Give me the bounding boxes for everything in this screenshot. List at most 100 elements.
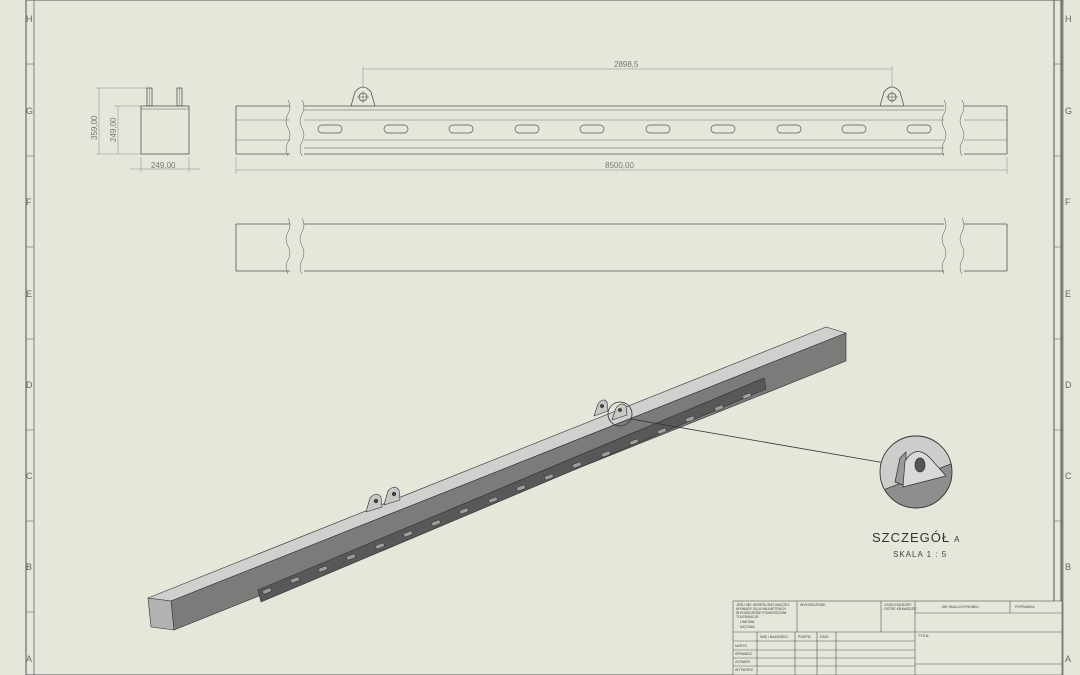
tb-header-name: IMIĘ I NAZWISKO [760,635,788,639]
break-line [959,217,965,275]
iso-end-face [147,597,175,631]
tb-deburr-line: USUŃ ZADZIORY [884,603,912,607]
slot [403,530,413,538]
slot [459,507,469,515]
tb-note-line: JEŚLI NIE OKREŚLONO INACZEJ: [736,602,790,607]
title-block-frame [732,600,1063,675]
zone-letter: H [1065,14,1072,24]
zone-letter: F [1065,197,1071,207]
detail-lug-hole [914,457,926,473]
tb-no-scale: NIE SKALUJ RYSUNKU [942,605,979,609]
slot [710,124,736,134]
tb-note-line: KĄTOWA: [740,625,756,629]
dimension-lug-spacing: 2898,5 [614,60,639,69]
break-line [941,217,947,275]
side-view [140,87,190,155]
iso-lug-pair-left [365,486,401,513]
slot [448,124,474,134]
slot [317,124,343,134]
side-view-dimensions [96,87,200,172]
slot [262,587,272,595]
slot [383,124,409,134]
front-view-lug-right [879,86,905,107]
detail-lug [902,451,947,488]
zone-letter: C [26,471,33,481]
slot [579,124,605,134]
iso-lug [365,493,383,513]
slot [488,496,498,504]
zone-letter: A [26,654,32,664]
tb-deburr-line: OSTRE KRAWĘDZIE [884,607,917,611]
slot [346,553,356,561]
break-line [285,99,291,157]
top-view [235,217,1008,275]
zone-letter: D [1065,380,1072,390]
detail-view [879,435,953,509]
slot [685,415,695,423]
break-line [299,99,305,157]
zone-letters-right: H G F E D C B A [1065,14,1072,664]
zone-letter: E [1065,289,1071,299]
slot [318,565,328,573]
slot [776,124,802,134]
slot [645,124,671,134]
break-line [941,99,947,157]
outer-frame [25,0,1062,675]
tb-header-signature: PODPIS [798,635,812,639]
detail-callout-circle [607,401,633,427]
tb-row-label: ZATWIER. [735,660,751,664]
slot [375,542,385,550]
tb-note-line: WYKOŃCZENIE POWIERZCHNI: [736,611,787,615]
zone-letter: C [1065,471,1072,481]
zone-letter: A [1065,654,1071,664]
tb-note-line: WYMIARY SĄ W MILIMETRACH [736,607,787,611]
detail-leader-line [630,418,886,464]
zone-letter: B [26,562,32,572]
detail-lug-side [894,451,907,487]
slot [657,427,667,435]
dimension-height-249: 249,00 [109,117,118,142]
zone-letter: G [26,106,33,116]
slot [601,450,611,458]
front-view-lug-left [350,86,376,107]
break-line [959,99,965,157]
tb-revision: POPRAWKA [1015,605,1035,609]
iso-lug [383,486,401,506]
slot [572,461,582,469]
inner-frame [33,0,1064,675]
zone-letter: H [26,14,33,24]
tb-row-label: NARYS. [735,644,748,648]
slot [516,484,526,492]
detail-title-text: SZCZEGÓŁ [872,530,950,545]
title-block [732,600,1063,675]
detail-scale: SKALA 1 : 5 [893,550,947,559]
iso-lug-pair-right [593,399,628,421]
break-line [285,217,291,275]
slot [714,404,724,412]
zone-letter: G [1065,106,1072,116]
break-line [299,217,305,275]
isometric-view [147,326,847,631]
tb-row-label: SPRAWDZ. [735,652,753,656]
zone-letter: E [26,289,32,299]
front-view-dimensions [235,66,1008,174]
iso-slot-channel [257,377,767,603]
iso-lug [611,403,628,421]
slot [431,519,441,527]
zone-letters-left: H G F E D C B A [26,14,33,664]
iso-slots [262,392,752,595]
side-view-profile [140,105,190,155]
title-block-notes: JEŚLI NIE OKREŚLONO INACZEJ: WYMIARY SĄ … [735,602,1035,672]
zone-letter: B [1065,562,1071,572]
tb-note-line: TOLERANCJE: [736,615,759,619]
zone-letter: F [26,197,32,207]
slot [841,124,867,134]
tb-finish-label: WYKOŃCZENIE: [800,603,826,607]
slot [544,473,554,481]
dimension-overall-length: 8500,00 [605,161,634,170]
zone-ticks-left [26,63,34,613]
zone-letter: D [26,380,33,390]
front-view [235,99,1008,157]
